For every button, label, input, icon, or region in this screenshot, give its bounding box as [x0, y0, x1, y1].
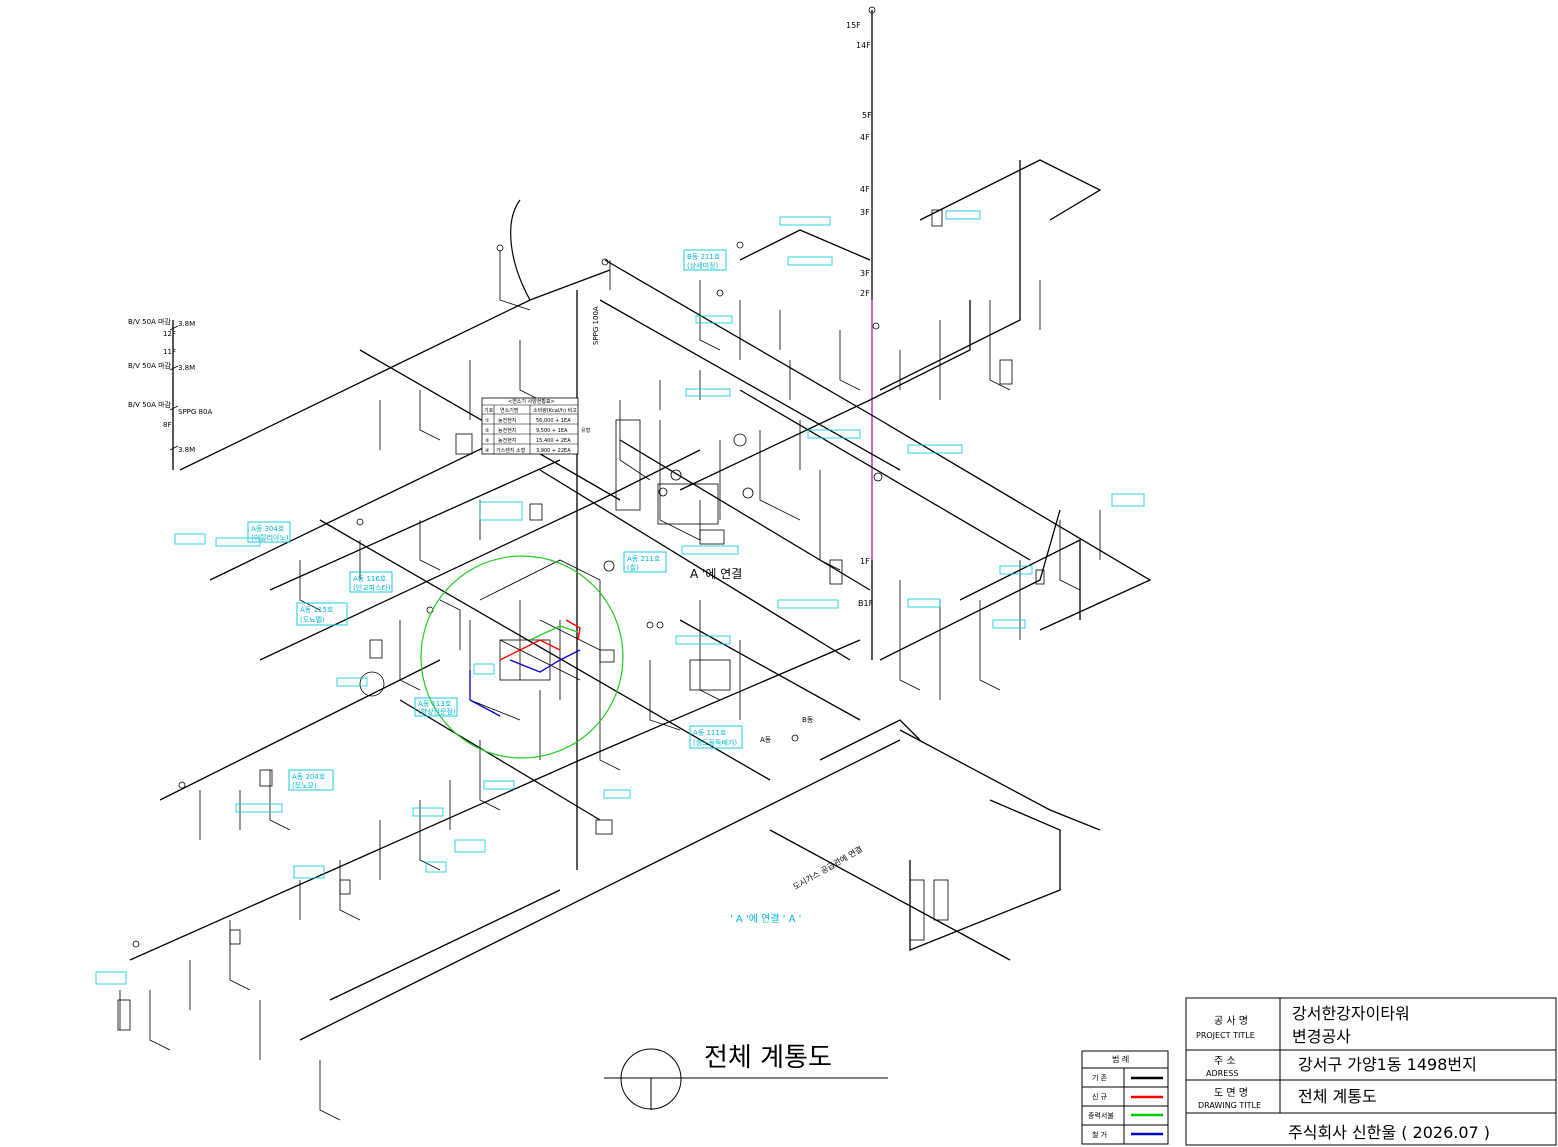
svg-text:유형: 유형	[581, 427, 590, 434]
legend-title: 범 례	[1112, 1054, 1129, 1064]
svg-text:A동 116호: A동 116호	[353, 575, 387, 583]
unit-label-a211: A동 211호 (칠)	[623, 551, 667, 573]
unit-label-a204: A동 204호 (쪼노모)	[288, 769, 334, 791]
svg-text:(인교파스타): (인교파스타)	[353, 583, 391, 592]
title-block: 공 사 명 PROJECT TITLE 강서한강자이타워 변경공사 주 소 AD…	[1185, 997, 1557, 1146]
curved-pipe	[510, 199, 531, 301]
svg-text:A동 113호: A동 113호	[418, 700, 452, 708]
riser-floor-labels: 15F 14F 5F 4F 4F 3F 3F 2F 1F B1F SPPG 10…	[592, 21, 874, 608]
svg-text:A동 111호: A동 111호	[693, 729, 727, 737]
svg-text:15,400 + 2EA: 15,400 + 2EA	[536, 438, 571, 444]
svg-text:12F: 12F	[163, 330, 176, 338]
project-label-en: PROJECT TITLE	[1196, 1031, 1255, 1040]
svg-text:농전현지: 농전현지	[498, 417, 516, 424]
svg-text:B1F: B1F	[858, 599, 874, 608]
svg-text:8F: 8F	[163, 421, 171, 429]
project-label: 공 사 명	[1214, 1015, 1248, 1027]
svg-text:(향상전문점): (향상전문점)	[418, 707, 456, 716]
svg-text:11F: 11F	[163, 348, 176, 356]
svg-text:14F: 14F	[856, 41, 871, 50]
svg-text:(쪼노모): (쪼노모)	[292, 782, 317, 790]
unit-label-a115: A동 115호 (도뇨멜)	[296, 602, 348, 626]
svg-text:농전현지: 농전현지	[498, 437, 516, 444]
block-b-label: B동	[802, 716, 814, 724]
svg-text:(청도돌뚝배기): (청도돌뚝배기)	[693, 738, 737, 747]
svg-text:B동 211호: B동 211호	[687, 253, 721, 261]
connect-note-a: A '에 연결	[690, 567, 742, 581]
svg-text:②: ②	[485, 428, 490, 434]
project-value-2: 변경공사	[1292, 1027, 1351, 1046]
block-a-label: A동	[760, 736, 772, 744]
svg-text:3F: 3F	[860, 269, 870, 278]
svg-text:소비량(Kcal/h) 비고: 소비량(Kcal/h) 비고	[533, 407, 577, 414]
unit-label-a116: A동 116호 (인교파스타)	[349, 571, 393, 593]
modified-pipes	[469, 619, 581, 717]
unit-label-a113: A동 113호 (향상전문점)	[414, 697, 458, 717]
drawing-name-label-en: DRAWING TITLE	[1198, 1101, 1261, 1110]
company-info: 주식회사 신한울 ( 2026.07 )	[1288, 1123, 1490, 1142]
svg-text:A동 204호: A동 204호	[292, 773, 326, 781]
unit-labels: B동 211호 (상세미정) A동 304호 (이탈리아노) A동 116호 (…	[95, 210, 1145, 985]
svg-text:15F: 15F	[846, 21, 861, 30]
unit-label-a111: A동 111호 (청도돌뚝배기)	[689, 725, 743, 749]
unit-label-a304: A동 304호 (이탈리아노)	[247, 521, 291, 543]
svg-text:(도뇨멜): (도뇨멜)	[300, 616, 325, 624]
address-label: 주 소	[1214, 1055, 1236, 1067]
svg-text:B/V 50A 마감: B/V 50A 마감	[128, 361, 172, 370]
svg-text:4F: 4F	[860, 185, 870, 194]
svg-text:SPPG 80A: SPPG 80A	[178, 408, 212, 416]
drawing-title: 전체 계통도	[704, 1043, 832, 1073]
connect-note-b: ' A '에 연결 ' A '	[730, 913, 801, 925]
svg-text:A동 115호: A동 115호	[300, 606, 334, 614]
svg-text:④: ④	[485, 448, 490, 454]
svg-text:A동 304호: A동 304호	[251, 525, 285, 533]
address-value: 강서구 가양1동 1498번지	[1298, 1055, 1477, 1074]
svg-text:B/V 50A 마감: B/V 50A 마감	[128, 317, 172, 326]
city-gas-note: 도시가스 공급관에 연결	[791, 844, 864, 892]
svg-text:③: ③	[485, 438, 489, 444]
pipe-network	[117, 6, 1152, 1121]
svg-text:3F: 3F	[860, 208, 870, 217]
address-label-en: ADRESS	[1206, 1069, 1238, 1078]
legend-label-removed: 철 거	[1092, 1130, 1107, 1139]
svg-text:<연소기 사양현황표>: <연소기 사양현황표>	[508, 398, 555, 405]
burner-spec-table: <연소기 사양현황표> 기호 연소기명 소비량(Kcal/h) 비고 ① 농전현…	[481, 397, 590, 455]
svg-text:3.8M: 3.8M	[178, 320, 195, 328]
svg-text:56,000 + 1EA: 56,000 + 1EA	[536, 418, 571, 424]
svg-text:기호: 기호	[484, 407, 494, 414]
legend-label-new: 신 규	[1092, 1092, 1108, 1101]
svg-text:3.8M: 3.8M	[178, 446, 195, 454]
svg-text:3.8M: 3.8M	[178, 364, 195, 372]
svg-text:①: ①	[485, 418, 490, 424]
svg-text:A동 211호: A동 211호	[627, 555, 661, 563]
highlight-circle	[420, 555, 624, 759]
svg-text:(칠): (칠)	[627, 563, 639, 572]
svg-text:4F: 4F	[860, 133, 870, 142]
svg-text:농전현지: 농전현지	[498, 427, 516, 434]
legend-label-gravity: 중력서불	[1088, 1111, 1114, 1120]
drawing-title-mark: 전체 계통도	[604, 1043, 888, 1110]
drawing-name-label: 도 면 명	[1214, 1087, 1248, 1099]
left-riser-labels: B/V 50A 마감 B/V 50A 마감 B/V 50A 마감 3.8M 3.…	[128, 317, 212, 454]
svg-text:B/V 50A 마감: B/V 50A 마감	[128, 400, 172, 409]
svg-text:9,500 + 1EA: 9,500 + 1EA	[536, 428, 568, 434]
svg-text:(이탈리아노): (이탈리아노)	[251, 533, 289, 542]
project-value-1: 강서한강자이타워	[1292, 1004, 1410, 1023]
svg-text:1F: 1F	[860, 557, 870, 566]
svg-text:(상세미정): (상세미정)	[687, 261, 718, 270]
svg-text:5F: 5F	[862, 111, 872, 120]
svg-text:2F: 2F	[860, 289, 870, 298]
legend: 범 례 기 존 신 규 중력서불 철 거	[1081, 1050, 1169, 1145]
svg-text:가스렌지 소형: 가스렌지 소형	[496, 447, 525, 454]
svg-text:연소기명: 연소기명	[500, 407, 518, 414]
svg-text:SPPG 100A: SPPG 100A	[592, 306, 600, 345]
drawing-name-value: 전체 계통도	[1298, 1087, 1377, 1106]
svg-text:3,900 + 22EA: 3,900 + 22EA	[536, 448, 571, 454]
unit-label-b211: B동 211호 (상세미정)	[683, 249, 727, 271]
legend-label-existing: 기 존	[1092, 1073, 1108, 1082]
